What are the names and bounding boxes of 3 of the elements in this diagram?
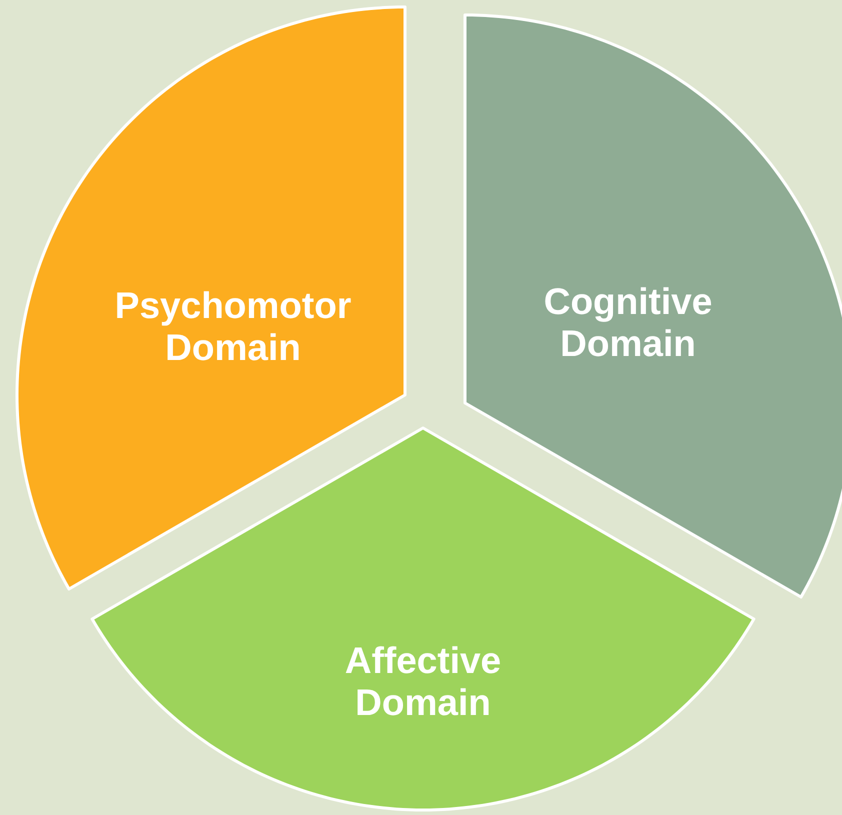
segment-label: Cognitive Domain bbox=[542, 281, 714, 365]
segment-label: Psychomotor Domain bbox=[114, 285, 352, 369]
segment-label: Affective Domain bbox=[344, 640, 502, 724]
